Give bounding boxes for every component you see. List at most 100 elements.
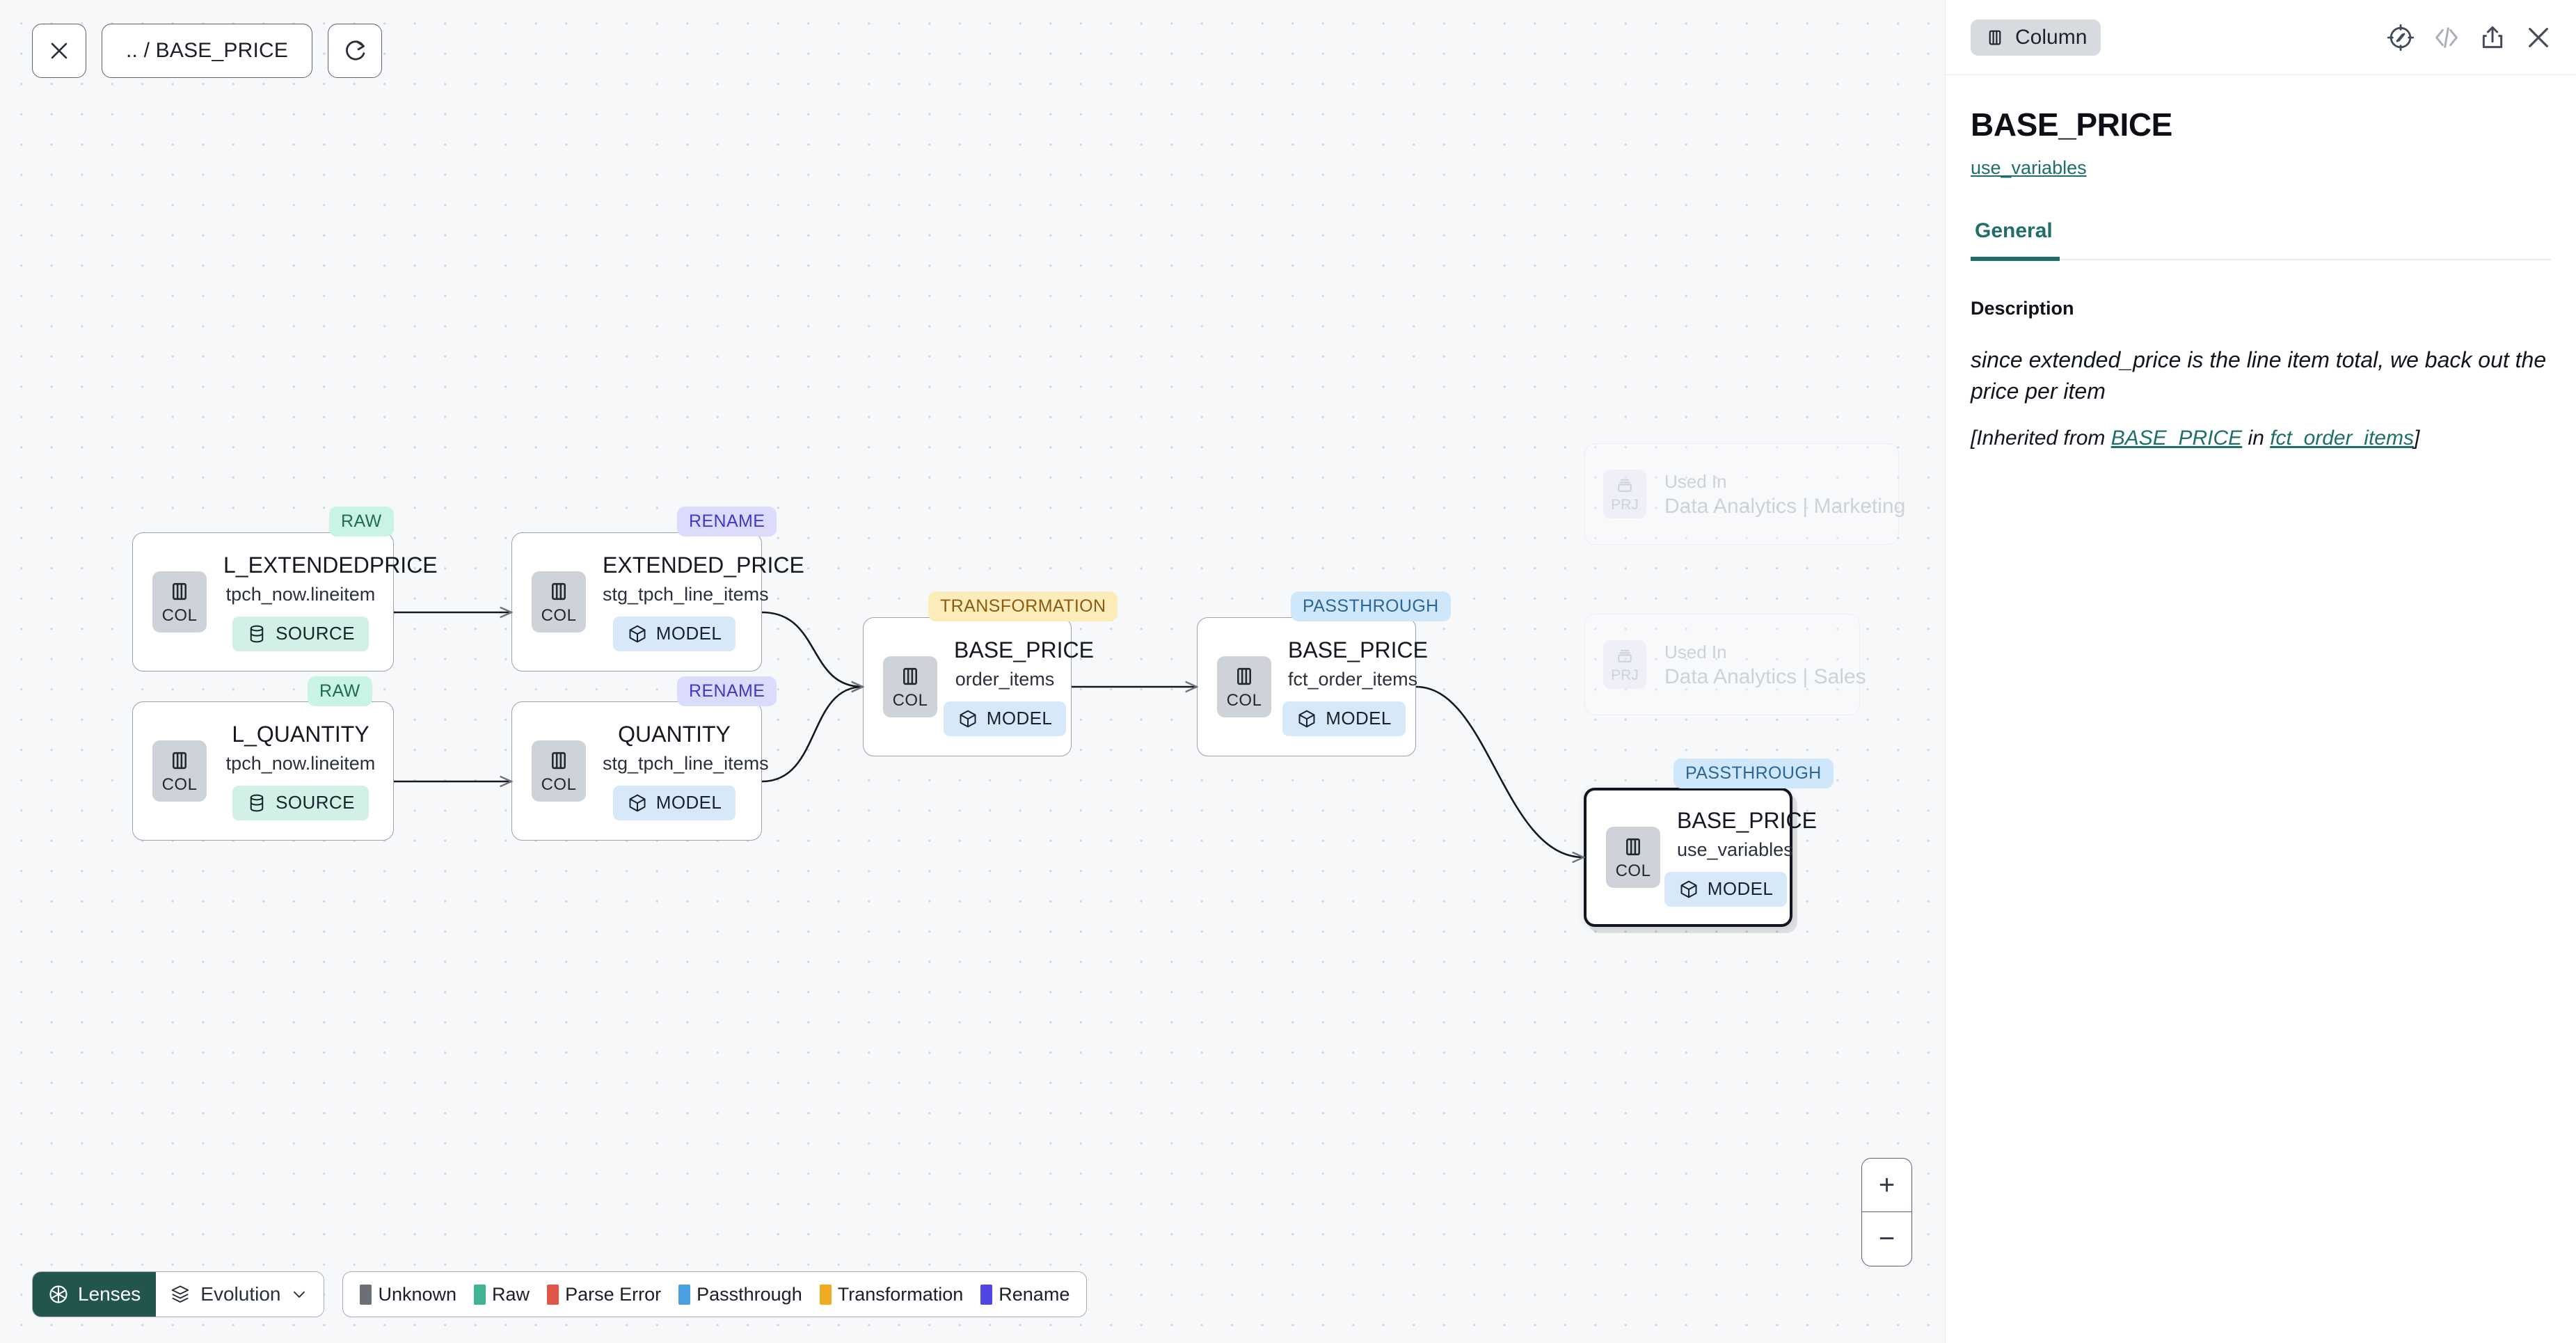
column-icon (173, 582, 186, 600)
node-chip-row: MODEL (943, 690, 1067, 736)
aperture-icon (49, 1285, 67, 1303)
inherited-note: [Inherited from BASE_PRICE in fct_order_… (1971, 427, 2551, 450)
details-panel-header: Column (1946, 0, 2576, 75)
details-panel: Column BASE_P (1945, 0, 2576, 1343)
zoom-in-button[interactable]: + (1862, 1159, 1911, 1212)
node-kind-label: SOURCE (276, 623, 355, 644)
legend-item-parse-error[interactable]: Parse Error (547, 1284, 661, 1305)
inherited-model-link[interactable]: fct_order_items (2270, 427, 2414, 450)
share-icon[interactable] (2479, 24, 2506, 51)
legend-label: Raw (492, 1283, 530, 1305)
zoom-out-button[interactable]: − (1878, 1223, 1895, 1254)
legend-label: Passthrough (697, 1283, 802, 1305)
breadcrumb-label: .. / BASE_PRICE (126, 39, 289, 62)
node-kind-chip: MODEL (1282, 701, 1406, 736)
node-status-badge-base_price_use_variables: PASSTHROUGH (1673, 758, 1834, 788)
project-icon (1618, 479, 1632, 492)
node-kind-chip: MODEL (612, 785, 736, 820)
lens-group: Lenses Evolution (32, 1271, 325, 1317)
evolution-dropdown[interactable]: Evolution (156, 1272, 324, 1317)
model-link[interactable]: use_variables (1971, 157, 2087, 178)
canvas-toolbar: .. / BASE_PRICE (32, 24, 383, 78)
node-type-icon-col: COL (532, 571, 586, 633)
legend-item-raw[interactable]: Raw (474, 1284, 530, 1305)
column-icon (1626, 838, 1640, 855)
cube-icon (1680, 880, 1697, 898)
tab-general[interactable]: General (1971, 219, 2060, 261)
node-subtitle: order_items (955, 668, 1055, 690)
lineage-edge-2 (761, 611, 863, 687)
node-title: QUANTITY (618, 722, 731, 747)
node-type-label: PRJ (1611, 497, 1639, 513)
refresh-icon (346, 40, 365, 61)
cube-icon (629, 625, 646, 643)
inherited-prefix: [Inherited from (1971, 427, 2111, 450)
node-type-label: COL (541, 774, 577, 794)
legend-swatch (980, 1284, 993, 1305)
node-chip-row: MODEL (603, 605, 746, 651)
inherited-column-link[interactable]: BASE_PRICE (2110, 427, 2243, 450)
node-type-label: COL (161, 605, 198, 625)
legend-label: Parse Error (565, 1283, 662, 1305)
legend-item-rename[interactable]: Rename (980, 1284, 1070, 1305)
node-type-label: COL (1615, 861, 1651, 880)
legend-swatch (547, 1284, 559, 1305)
chevron-down-icon (294, 1291, 305, 1298)
project-icon (1618, 649, 1632, 662)
node-title: BASE_PRICE (1677, 808, 1817, 834)
breadcrumb-button[interactable]: .. / BASE_PRICE (102, 24, 313, 78)
inherited-suffix: ] (2413, 427, 2420, 450)
legend-label: Rename (999, 1283, 1070, 1305)
used-in-project: Data Analytics | Sales (1664, 665, 1866, 688)
column-icon (1989, 30, 2001, 45)
compass-icon[interactable] (2387, 24, 2415, 51)
column-icon (552, 582, 566, 600)
node-title: BASE_PRICE (1288, 637, 1428, 663)
column-icon (173, 752, 186, 769)
close-icon (51, 42, 67, 59)
node-type-icon-prj: PRJ (1603, 640, 1646, 689)
page-title: BASE_PRICE (1971, 106, 2172, 143)
node-kind-chip: SOURCE (232, 616, 369, 651)
legend-label: Transformation (837, 1283, 964, 1305)
close-icon[interactable] (2525, 24, 2552, 51)
legend-item-passthrough[interactable]: Passthrough (678, 1284, 802, 1305)
bottom-toolbar: Lenses Evolution Unknown Raw Parse Error Pa… (32, 1271, 1088, 1317)
code-icon[interactable] (2433, 24, 2460, 51)
node-title: L_QUANTITY (232, 722, 369, 747)
node-status-badge-base_price_order_items: TRANSFORMATION (928, 591, 1118, 621)
node-status-badge-l_quantity: RAW (308, 676, 372, 706)
inherited-mid: in (2242, 427, 2271, 450)
close-button[interactable] (32, 24, 86, 78)
lineage-legend: Unknown Raw Parse Error Passthrough Transfor… (342, 1271, 1088, 1317)
legend-item-unknown[interactable]: Unknown (360, 1284, 456, 1305)
node-status-badge-base_price_fct_order_items: PASSTHROUGH (1291, 591, 1451, 621)
cube-icon (629, 794, 646, 812)
node-type-icon-prj: PRJ (1603, 470, 1646, 518)
zoom-controls: + − (1861, 1158, 1912, 1266)
refresh-button[interactable] (328, 24, 383, 78)
node-type-label: COL (892, 690, 928, 710)
legend-swatch (360, 1284, 372, 1305)
lenses-button[interactable]: Lenses (33, 1272, 157, 1317)
column-icon (903, 667, 917, 685)
legend-item-transformation[interactable]: Transformation (819, 1283, 964, 1305)
cube-icon (960, 710, 976, 728)
panel-actions (2387, 24, 2552, 51)
